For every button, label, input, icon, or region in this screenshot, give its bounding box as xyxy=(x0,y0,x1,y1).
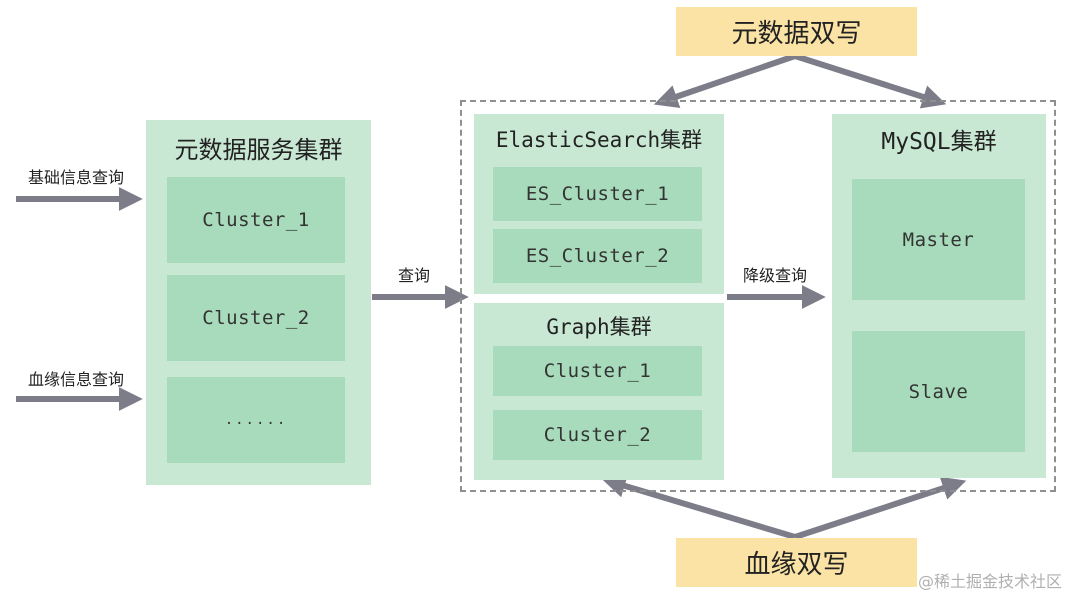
es-cluster-1: ES_Cluster_1 xyxy=(493,167,702,221)
lineage-dual-write-box: 血缘双写 xyxy=(676,538,917,587)
mysql-slave: Slave xyxy=(852,331,1025,452)
watermark: @稀土掘金技术社区 xyxy=(918,572,1063,591)
metadata-service-cluster: 元数据服务集群 Cluster_1 Cluster_2 ...... xyxy=(146,120,371,485)
graph-title: Graph集群 xyxy=(546,315,652,339)
metadata-cluster-2: Cluster_2 xyxy=(167,275,345,361)
graph-cluster: Graph集群 Cluster_1 Cluster_2 xyxy=(474,303,724,480)
lineage-query-label: 血缘信息查询 xyxy=(28,370,125,389)
metadata-service-title: 元数据服务集群 xyxy=(174,136,343,164)
graph-cluster-2: Cluster_2 xyxy=(493,410,702,460)
mysql-cluster: MySQL集群 Master Slave xyxy=(832,114,1046,478)
query-label: 查询 xyxy=(398,266,431,285)
metadata-write-mysql-arrow xyxy=(794,53,947,109)
basic-query-label: 基础信息查询 xyxy=(28,168,125,187)
graph-cluster-1: Cluster_1 xyxy=(493,346,702,396)
mysql-title: MySQL集群 xyxy=(881,129,997,155)
metadata-cluster-more: ...... xyxy=(167,377,345,463)
lineage-write-mysql-arrow xyxy=(794,476,967,540)
elasticsearch-cluster: ElasticSearch集群 ES_Cluster_1 ES_Cluster_… xyxy=(474,114,724,294)
elasticsearch-title: ElasticSearch集群 xyxy=(495,128,703,152)
metadata-dual-write-box: 元数据双写 xyxy=(676,7,917,56)
degrade-query-label: 降级查询 xyxy=(743,266,808,285)
metadata-write-es-arrow xyxy=(653,53,796,109)
mysql-master: Master xyxy=(852,179,1025,300)
es-cluster-2: ES_Cluster_2 xyxy=(493,229,702,283)
storage-group xyxy=(460,100,1056,492)
metadata-cluster-1: Cluster_1 xyxy=(167,177,345,263)
